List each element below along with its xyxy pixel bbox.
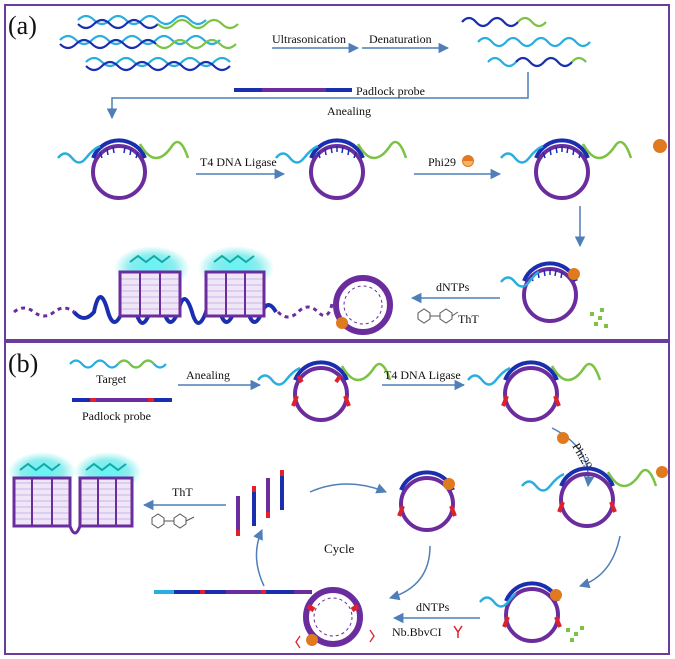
digested-complex-a bbox=[500, 261, 608, 328]
arrow-cycle-up bbox=[253, 529, 265, 587]
label-padlock-probe-b: Padlock probe bbox=[82, 409, 151, 423]
g-quadruplex-a1 bbox=[114, 246, 190, 318]
connector-quadruplex-b bbox=[68, 525, 82, 535]
rca-product-a bbox=[13, 275, 393, 335]
label-annealing-a: Anealing bbox=[327, 104, 371, 118]
label-ligase-a: T4 DNA Ligase bbox=[200, 155, 277, 169]
genomic-dsdna bbox=[59, 14, 239, 72]
label-dntps-b: dNTPs bbox=[416, 600, 450, 614]
phi29-enzyme-icon bbox=[462, 155, 474, 167]
scissors-icon bbox=[453, 625, 463, 638]
label-tht-b: ThT bbox=[172, 485, 193, 499]
label-ultrasonication: Ultrasonication bbox=[272, 32, 346, 46]
panel-b-frame bbox=[4, 341, 670, 655]
g-quadruplex-a2 bbox=[198, 246, 274, 318]
annealed-complex-a bbox=[57, 138, 190, 200]
rca-product-b bbox=[154, 587, 375, 649]
arrow-down-b bbox=[578, 535, 621, 589]
label-tht-a: ThT bbox=[458, 312, 479, 326]
g-quadruplex-b2 bbox=[74, 452, 142, 528]
label-denaturation: Denaturation bbox=[369, 32, 432, 46]
phi29-bound-complex-b bbox=[521, 466, 668, 528]
released-fragments bbox=[236, 470, 284, 536]
tht-structure-icon-a bbox=[417, 308, 459, 324]
annealed-complex-b bbox=[257, 360, 392, 422]
tht-structure-icon-b bbox=[151, 513, 195, 529]
arrow-cycle-right bbox=[309, 483, 387, 494]
label-nicking-enzyme: Nb.BbvCI bbox=[392, 625, 442, 639]
ligated-complex-a bbox=[275, 138, 408, 200]
label-phi29-a: Phi29 bbox=[428, 155, 456, 169]
panel-b-tag: (b) bbox=[8, 349, 38, 378]
phi29-bound-complex-a bbox=[500, 138, 667, 200]
digested-complex-b bbox=[479, 581, 584, 643]
panel-a-frame bbox=[4, 4, 670, 341]
arrow-cycle-down bbox=[388, 545, 431, 601]
ssdna-fragments bbox=[461, 16, 591, 68]
label-padlock-probe-a: Padlock probe bbox=[356, 84, 425, 98]
label-cycle: Cycle bbox=[324, 541, 355, 556]
recycled-complex-b bbox=[397, 470, 457, 532]
label-dntps-a: dNTPs bbox=[436, 280, 470, 294]
label-annealing-b: Anealing bbox=[186, 368, 230, 382]
label-ligase-b: T4 DNA Ligase bbox=[384, 368, 461, 382]
arrow-phi29-b bbox=[551, 427, 595, 488]
ligated-complex-b bbox=[467, 360, 602, 422]
arrow-annealing-a bbox=[106, 72, 529, 120]
g-quadruplex-b1 bbox=[8, 452, 76, 528]
panel-a-tag: (a) bbox=[8, 11, 37, 40]
label-target-b: Target bbox=[96, 372, 127, 386]
phi29-enzyme-icon-b bbox=[557, 432, 569, 444]
